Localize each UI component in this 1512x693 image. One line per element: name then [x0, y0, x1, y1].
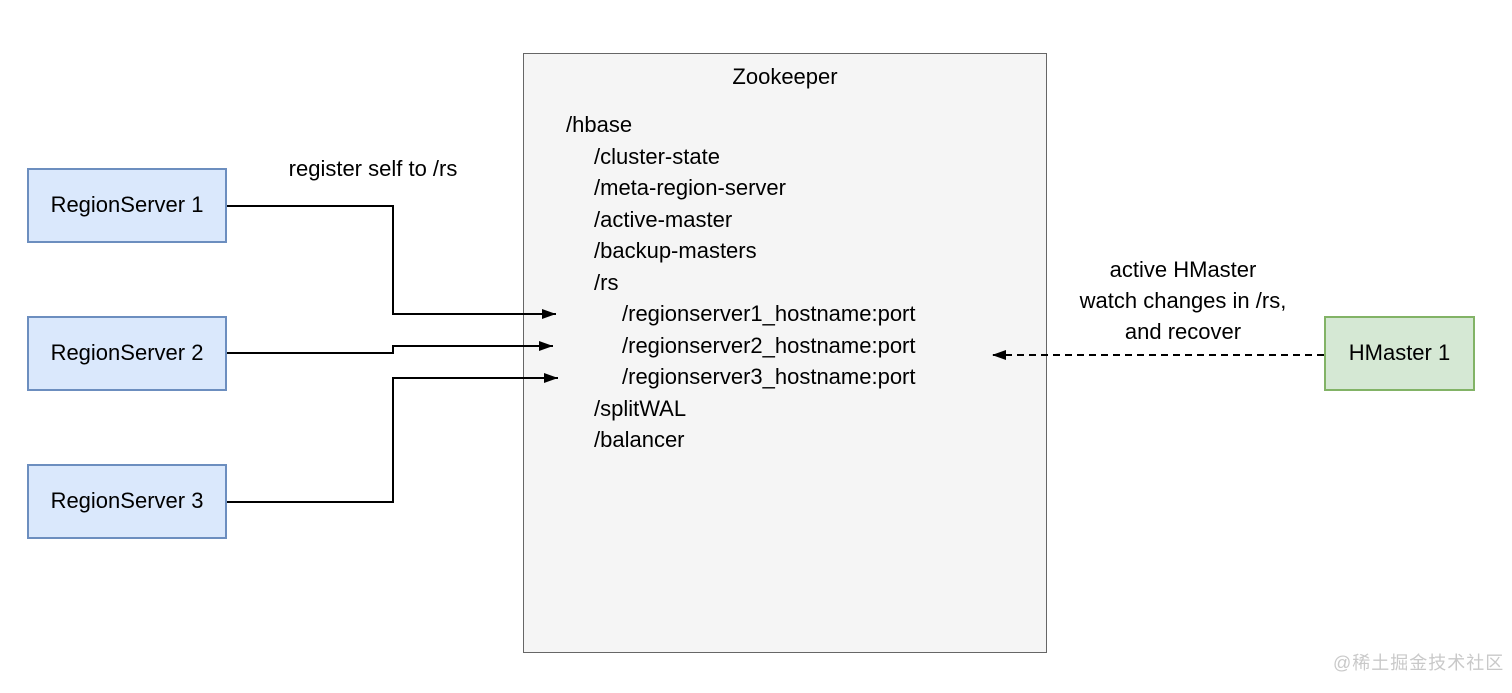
znode-line: /regionserver2_hostname:port [622, 332, 916, 358]
regionserver1-box: RegionServer 1 [27, 168, 227, 243]
znode-line: /cluster-state [594, 143, 720, 169]
regionserver2-label: RegionServer 2 [50, 340, 204, 366]
register-self-label: register self to /rs [288, 156, 458, 181]
znode-line: /meta-region-server [594, 175, 786, 200]
znode-line: /balancer [594, 427, 685, 452]
znode-line: /active-master [594, 206, 733, 232]
znode-line: /splitWAL [594, 395, 687, 421]
hmaster-watch-label: active HMaster watch changes in /rs, and… [1079, 257, 1287, 344]
znode-line: /regionserver1_hostname:port [622, 301, 916, 326]
znode-line: /regionserver3_hostname:port [622, 364, 916, 389]
zookeeper-box: Zookeeper /hbase/cluster-state/meta-regi… [523, 53, 1047, 653]
regionserver1-label: RegionServer 1 [50, 192, 204, 218]
znode-line: /rs [594, 269, 619, 295]
hmaster-box: HMaster 1 [1324, 316, 1475, 391]
zookeeper-title: Zookeeper [732, 64, 838, 89]
zookeeper-znode-tree: /hbase/cluster-state/meta-region-server /… [566, 109, 916, 456]
rs3-register-arrow [227, 373, 558, 503]
rs1-register-arrow [227, 205, 556, 319]
rs2-register-arrow [227, 341, 553, 354]
znode-line: /backup-masters [594, 238, 757, 263]
watermark: @稀土掘金技术社区 [1333, 653, 1505, 673]
regionserver3-label: RegionServer 3 [50, 488, 204, 514]
znode-line: /hbase [566, 112, 633, 137]
regionserver3-box: RegionServer 3 [27, 464, 227, 539]
hmaster-label: HMaster 1 [1348, 340, 1451, 366]
regionserver2-box: RegionServer 2 [27, 316, 227, 391]
